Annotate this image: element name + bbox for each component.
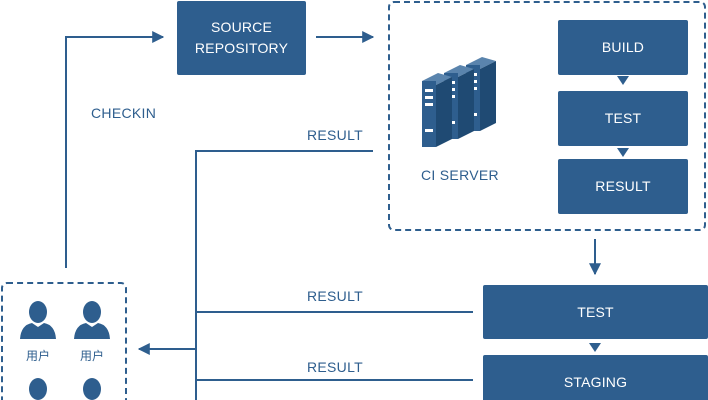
checkin-label: CHECKIN (91, 105, 157, 121)
checkin-connector (65, 31, 165, 268)
staging-result-edge-label: RESULT (307, 359, 363, 375)
deploy-test-label: TEST (577, 303, 614, 320)
ci-server-label: CI SERVER (421, 167, 499, 183)
users-container (1, 282, 127, 400)
user-silhouette-icon (74, 301, 110, 339)
source-repository-line-2: REPOSITORY (194, 40, 289, 56)
ci-build-label: BUILD (601, 39, 645, 55)
deploy-test-to-staging-arrow (589, 343, 601, 352)
ci-build-node: BUILD (558, 20, 688, 75)
ci-server-container (388, 1, 706, 231)
server-rack-icon (422, 57, 496, 147)
deploy-staging-node: STAGING (483, 355, 708, 400)
ci-test-label: TEST (604, 110, 642, 126)
user-label: 用户 (79, 349, 104, 363)
user-silhouette-icon (20, 301, 56, 339)
deploy-test-node: TEST (483, 285, 708, 339)
source-repository-node: SOURCE REPOSITORY (177, 1, 306, 75)
test-to-result-arrow (617, 148, 629, 157)
user-silhouette-icon (83, 378, 101, 400)
ci-result-edge-label: RESULT (307, 127, 363, 143)
source-repository-line-1: SOURCE (210, 19, 273, 35)
user-label: 用户 (25, 349, 50, 363)
build-to-test-arrow (617, 76, 629, 85)
ci-result-node: RESULT (558, 159, 688, 214)
deploy-staging-label: STAGING (563, 373, 628, 390)
test-result-edge-label: RESULT (307, 288, 363, 304)
ci-result-label: RESULT (595, 178, 651, 194)
ci-test-node: TEST (558, 91, 688, 146)
ci-result-connector (195, 150, 373, 400)
user-silhouette-icon (29, 378, 47, 400)
